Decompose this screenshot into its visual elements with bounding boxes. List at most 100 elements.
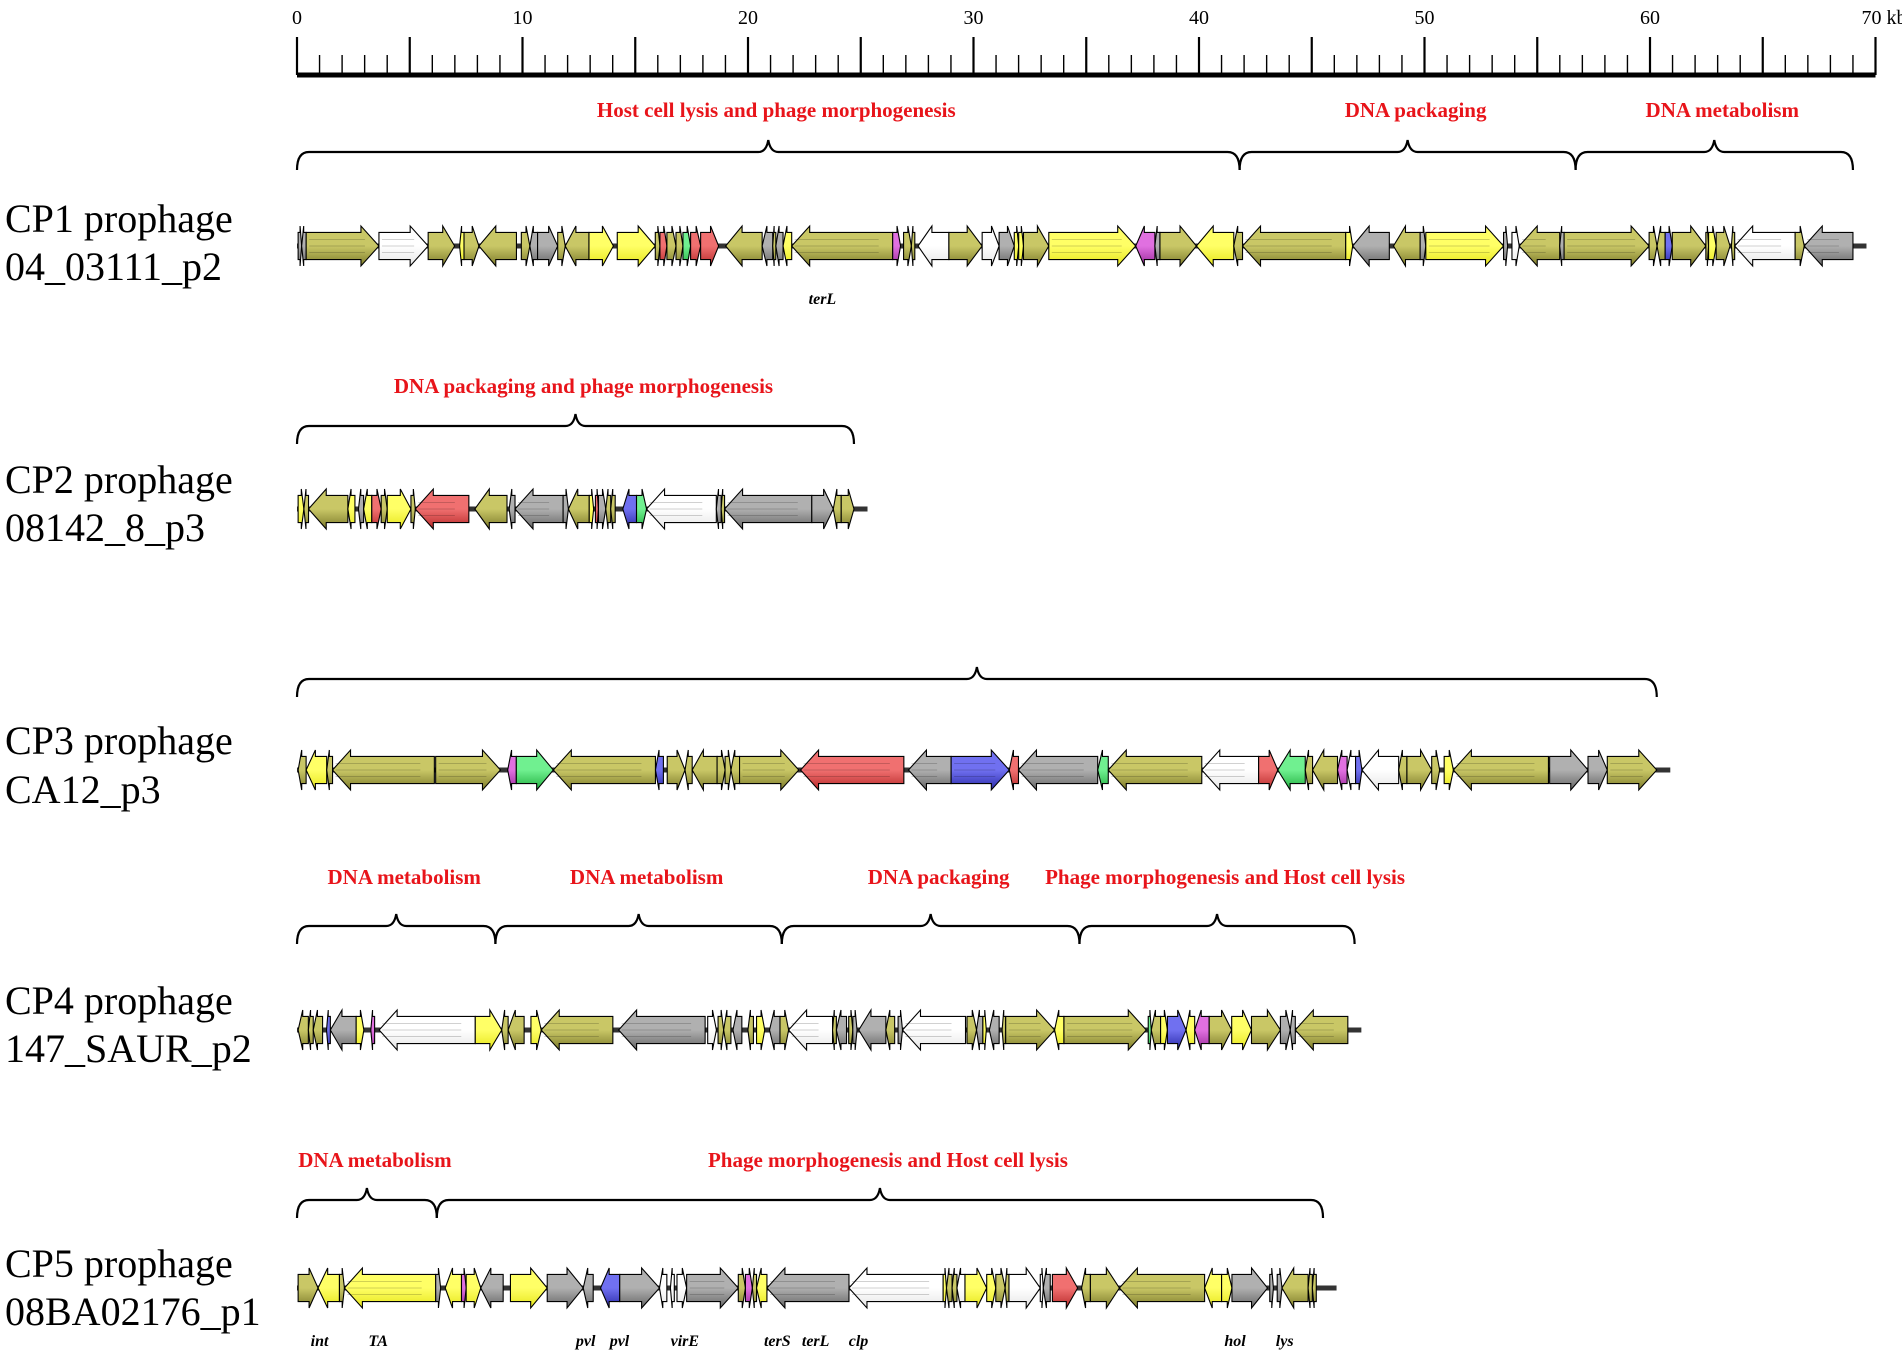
gene-label: terL	[802, 1333, 830, 1350]
gene-arrow-yellow	[444, 1267, 463, 1309]
gene-arrow-olive	[1671, 224, 1707, 268]
gene-arrow-yellow	[616, 224, 657, 268]
gene-arrow-blue	[1355, 749, 1363, 791]
gene-arrow-green	[682, 225, 692, 267]
gene-arrow-white	[848, 1266, 944, 1310]
scale-tick-label: 0	[292, 7, 302, 29]
section-label: DNA metabolism	[570, 865, 724, 889]
gene-arrow-gray	[619, 1266, 661, 1310]
gene-arrow-gray	[975, 1009, 984, 1051]
gene-arrow-olive	[1022, 223, 1050, 269]
gene-arrow-olive	[747, 1009, 754, 1051]
gene-arrow-olive	[720, 488, 726, 530]
scale-tick-label: 50	[1415, 7, 1435, 29]
gene-arrow-red	[700, 225, 720, 267]
gene-arrow-red	[1008, 749, 1020, 791]
gene-arrow-blue	[654, 749, 664, 791]
gene-arrow-olive	[557, 225, 566, 267]
gene-arrow-gray	[907, 748, 952, 792]
gene-label: terL	[809, 291, 837, 308]
gene-arrow-gray	[1549, 748, 1589, 792]
gene-arrow-yellow	[755, 1009, 766, 1051]
gene-arrow-olive	[772, 225, 777, 267]
gene-arrow-olive	[723, 1009, 732, 1051]
gene-arrow-olive	[435, 748, 502, 792]
gene-arrow-white	[956, 1267, 966, 1309]
gene-arrow-gray	[582, 1267, 594, 1309]
gene-arrow-blue	[950, 748, 1011, 792]
track-name-line2: 04_03111_p2	[5, 244, 222, 289]
gene-arrow-magenta	[744, 1267, 753, 1309]
section-brace	[295, 913, 497, 945]
gene-arrow-gray	[858, 1008, 887, 1052]
section-brace	[494, 913, 783, 945]
gene-label: lys	[1276, 1333, 1294, 1350]
gene-arrow-gray	[562, 488, 569, 530]
gene-arrow-white	[378, 1008, 476, 1052]
gene-arrow-green	[1097, 749, 1109, 791]
gene-arrow-olive	[717, 1009, 725, 1051]
scale-tick-label: 20	[738, 7, 758, 29]
gene-arrow-olive	[1081, 1267, 1091, 1309]
track-name-line2: 147_SAUR_p2	[5, 1026, 252, 1071]
gene-arrow-olive	[691, 747, 718, 793]
gene-arrow-white	[676, 1267, 688, 1309]
gene-arrow-olive	[478, 224, 517, 268]
gene-arrow-yellow	[363, 488, 373, 530]
gene-arrow-olive	[463, 225, 480, 267]
gene-arrow-yellow	[355, 1009, 365, 1051]
gene-arrow-olive	[1452, 748, 1549, 792]
gene-arrow-gray	[1351, 224, 1390, 268]
track-name-line1: CP5 prophage	[5, 1241, 233, 1286]
scale-tick-label: 30	[964, 7, 984, 29]
gene-arrow-yellow	[530, 1009, 542, 1051]
scale-tick-label: 70 kb	[1862, 7, 1902, 29]
gene-arrow-gray	[597, 488, 607, 530]
gene-arrow-olive	[730, 749, 741, 791]
gene-arrow-gray	[1279, 1009, 1291, 1051]
gene-arrow-green	[1147, 1009, 1152, 1051]
gene-arrow-gray	[835, 1009, 848, 1051]
gene-arrow-gray	[732, 1009, 743, 1051]
gene-arrow-blue	[325, 1009, 331, 1051]
gene-arrow-yellow	[1048, 224, 1137, 268]
gene-arrow-white	[901, 1008, 967, 1052]
gene-arrow-white	[1039, 1267, 1044, 1309]
gene-arrow-olive	[840, 488, 855, 530]
gene-arrow-olive	[716, 749, 726, 791]
section-brace	[295, 1187, 438, 1219]
gene-arrow-yellow	[588, 488, 595, 530]
gene-arrow-magenta	[370, 1009, 376, 1051]
gene-arrow-olive	[331, 748, 435, 792]
gene-arrow-gray	[1289, 1009, 1296, 1051]
section-label: DNA packaging and phage morphogenesis	[394, 374, 773, 398]
gene-arrow-olive	[1398, 749, 1408, 791]
gene-arrow-yellow	[1185, 1009, 1196, 1051]
gene-arrow-olive	[1431, 749, 1441, 791]
gene-arrow-olive	[1563, 224, 1650, 268]
gene-arrow-gray	[1419, 225, 1427, 267]
gene-arrow-olive	[1159, 224, 1198, 268]
section-brace	[295, 666, 1658, 698]
gene-arrow-gray	[1017, 748, 1099, 792]
gene-arrow-gray	[514, 487, 564, 531]
gene-arrow-olive	[1250, 1008, 1282, 1052]
gene-label: pvl	[608, 1333, 630, 1350]
gene-arrow-gray	[715, 488, 722, 530]
gene-arrow-magenta	[507, 749, 517, 791]
section-label: DNA metabolism	[298, 1148, 452, 1172]
scale-tick-label: 60	[1640, 7, 1660, 29]
gene-arrow-red	[1258, 749, 1279, 791]
gene-arrow-white	[1346, 749, 1357, 791]
gene-arrow-yellow	[509, 1266, 548, 1310]
section-brace	[1238, 139, 1577, 171]
gene-arrow-olive	[724, 224, 763, 268]
gene-arrow-olive	[654, 225, 661, 267]
gene-arrow-olive	[1118, 1266, 1206, 1310]
gene-arrow-white	[669, 1267, 675, 1309]
gene-arrow-olive	[1005, 1008, 1056, 1052]
